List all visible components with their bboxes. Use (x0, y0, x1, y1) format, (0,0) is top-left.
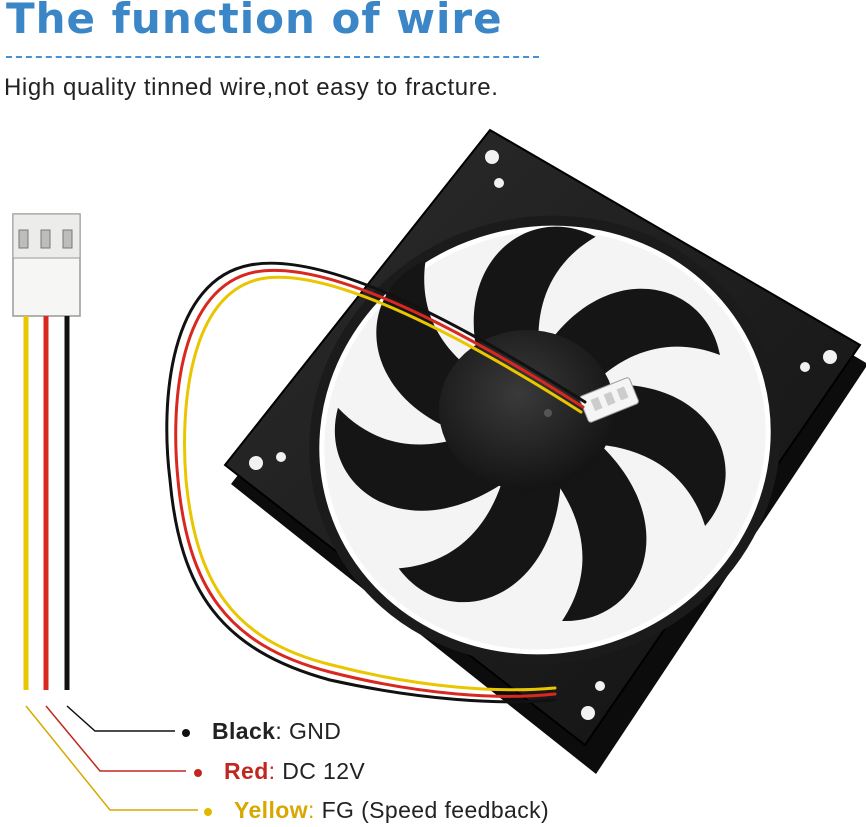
legend-yellow: Yellow: FG (Speed feedback) (204, 797, 549, 824)
subtitle: High quality tinned wire,not easy to fra… (4, 74, 499, 101)
legend-black-desc: GND (282, 718, 342, 744)
yellow-leader-line (25, 705, 198, 811)
legend-red-name: Red (224, 758, 269, 784)
fan-blade (398, 460, 562, 603)
legend-red-desc: DC 12V (275, 758, 366, 784)
mounting-holes (249, 150, 837, 720)
fan-hub (439, 330, 615, 490)
legend-black: Black: GND (182, 718, 341, 745)
hub-connector (579, 377, 639, 423)
black-bullet (182, 728, 190, 737)
yellow-bullet (204, 807, 212, 816)
legend-yellow-name: Yellow (234, 797, 308, 823)
legend-yellow-desc: FG (Speed feedback) (314, 797, 550, 823)
legend-red: Red: DC 12V (194, 758, 365, 785)
page-title: The function of wire (6, 0, 503, 43)
red-leader-line (45, 705, 186, 772)
title-divider (6, 56, 539, 58)
legend-red-sep: : (268, 758, 276, 784)
legend-black-sep: : (275, 718, 283, 744)
three-pin-connector (12, 213, 81, 317)
fan-wires (165, 261, 587, 704)
red-bullet (194, 768, 202, 777)
legend-black-name: Black (212, 718, 276, 744)
black-leader-line (66, 705, 175, 732)
legend-yellow-sep: : (307, 797, 315, 823)
fan-blade (545, 438, 647, 621)
fan-blade (334, 407, 509, 511)
